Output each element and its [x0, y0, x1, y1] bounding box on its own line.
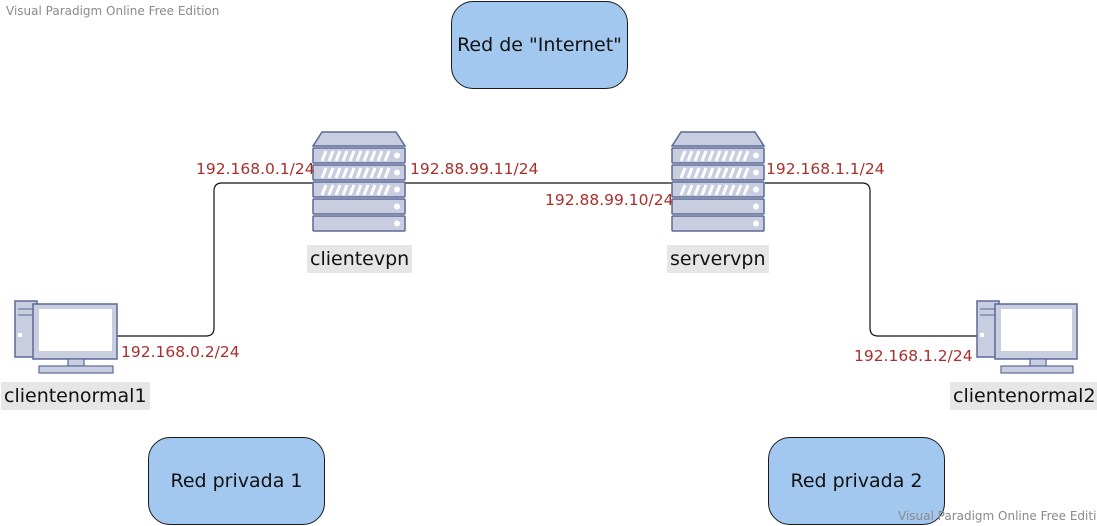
network-private-1-label: Red privada 1	[170, 470, 303, 492]
network-private-2[interactable]: Red privada 2	[768, 437, 945, 525]
node-label-clientenormal2: clientenormal2	[950, 382, 1097, 410]
watermark-bottom: Visual Paradigm Online Free Edition	[898, 509, 1097, 523]
ip-clientevpn-private: 192.168.0.1/24	[196, 160, 315, 178]
ip-servervpn-private: 192.168.1.1/24	[766, 160, 885, 178]
node-label-clientenormal1: clientenormal1	[1, 382, 150, 410]
link-clientenormal1-clientevpn	[117, 182, 313, 337]
ip-servervpn-public: 192.88.99.10/24	[545, 191, 674, 209]
network-private-1[interactable]: Red privada 1	[148, 437, 325, 525]
desktop-computer-icon[interactable]	[976, 300, 1080, 378]
network-internet[interactable]: Red de "Internet"	[451, 1, 628, 89]
ip-clientevpn-public: 192.88.99.11/24	[410, 160, 539, 178]
link-servervpn-clientenormal2	[765, 182, 979, 337]
ip-clientenormal2: 192.168.1.2/24	[854, 347, 973, 365]
server-rack-icon[interactable]	[670, 131, 766, 239]
node-label-clientevpn: clientevpn	[307, 245, 413, 273]
node-label-servervpn: servervpn	[667, 245, 769, 273]
ip-clientenormal1: 192.168.0.2/24	[121, 343, 240, 361]
server-rack-icon[interactable]	[311, 131, 407, 239]
network-private-2-label: Red privada 2	[790, 470, 923, 492]
desktop-computer-icon[interactable]	[14, 300, 118, 378]
watermark-top: Visual Paradigm Online Free Edition	[6, 4, 220, 18]
network-internet-label: Red de "Internet"	[457, 34, 622, 56]
